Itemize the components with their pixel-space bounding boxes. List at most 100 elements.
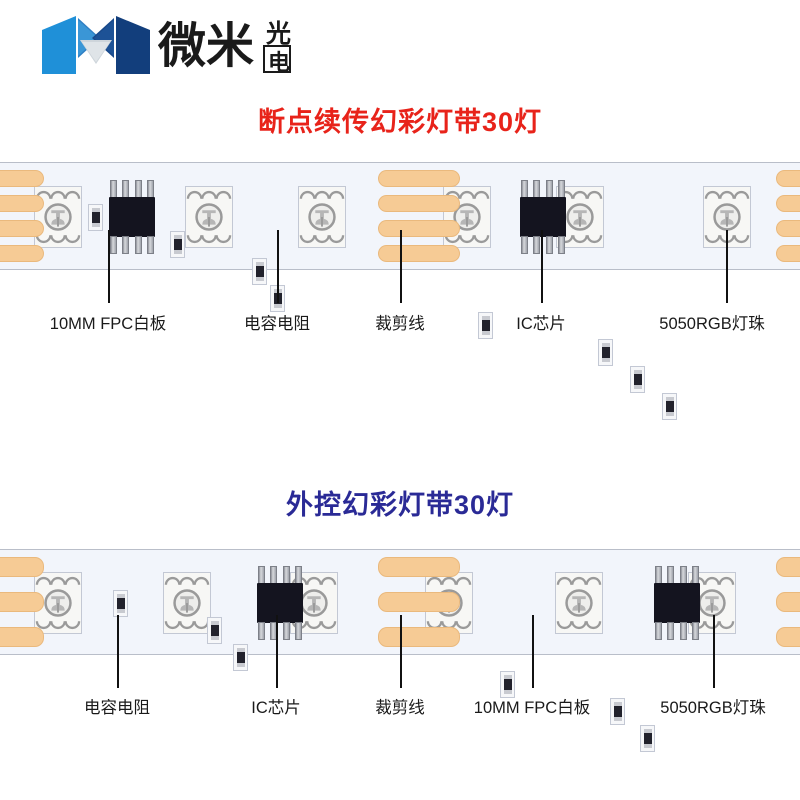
ic-leg — [667, 566, 675, 584]
led-package-face — [299, 187, 345, 247]
svg-text:微米: 微米 — [158, 20, 254, 73]
ic-leg — [679, 622, 687, 640]
solder-pad — [0, 195, 44, 212]
solder-pad — [0, 627, 44, 647]
solder-pad — [776, 557, 800, 577]
ic-leg — [533, 236, 541, 254]
solder-pad — [0, 220, 44, 237]
solder-pad — [776, 592, 800, 612]
ic-leg — [258, 566, 265, 584]
callout-leader-line — [400, 615, 402, 688]
ic-leg — [146, 236, 154, 254]
capacitor-resistor — [662, 393, 677, 420]
ic-leg — [667, 622, 675, 640]
led-package-face — [35, 187, 81, 247]
cut-line-solder-pads — [378, 557, 460, 647]
resistor-body — [665, 397, 674, 416]
ic-legs-bottom — [521, 236, 565, 254]
capacitor-resistor — [170, 231, 185, 258]
ic-body — [654, 583, 700, 623]
ic-body — [109, 197, 155, 237]
callout-label: 电容电阻 — [84, 699, 150, 717]
ic-leg — [545, 180, 553, 198]
resistor-body — [503, 675, 512, 694]
ic-leg — [282, 622, 290, 640]
resistor-body — [481, 316, 490, 335]
capacitor-resistor — [478, 312, 493, 339]
capacitor-resistor — [233, 644, 248, 671]
callout-leader-line — [713, 615, 715, 688]
ic-legs-top — [110, 180, 154, 198]
svg-text:光: 光 — [265, 20, 291, 48]
ic-leg — [691, 622, 699, 640]
solder-pad — [0, 592, 44, 612]
ic-leg — [134, 236, 142, 254]
capacitor-resistor — [207, 617, 222, 644]
resistor-body — [633, 370, 642, 389]
callout-leader-line — [726, 230, 728, 303]
ic-leg — [294, 622, 302, 640]
ic-leg — [122, 236, 130, 254]
solder-pad — [378, 220, 460, 237]
callout-leader-line — [532, 615, 534, 688]
ic-leg — [521, 180, 528, 198]
led-5050-rgb — [34, 186, 82, 248]
callout-label: 电容电阻 — [244, 315, 310, 333]
capacitor-resistor — [640, 725, 655, 752]
led-strip-board-2 — [0, 549, 800, 752]
resistor-body — [116, 594, 125, 613]
ic-leg — [679, 566, 687, 584]
capacitor-resistor — [113, 590, 128, 617]
ic-chip — [253, 566, 307, 640]
ic-legs-bottom — [258, 622, 302, 640]
callout-leader-line — [108, 230, 110, 303]
led-5050-rgb — [555, 572, 603, 634]
capacitor-resistor — [598, 339, 613, 366]
led-5050-rgb — [185, 186, 233, 248]
callout-label: 裁剪线 — [375, 699, 425, 717]
capacitor-resistor — [500, 671, 515, 698]
section-title-2: 外控幻彩灯带30灯 — [285, 490, 515, 520]
resistor-body — [210, 621, 219, 640]
callout-label: 10MM FPC白板 — [473, 699, 591, 717]
svg-text:电: 电 — [268, 50, 290, 75]
solder-pad — [378, 245, 460, 262]
callout-label: IC芯片 — [516, 315, 566, 333]
capacitor-resistor — [88, 204, 103, 231]
led-package-face — [164, 573, 210, 633]
ic-legs-top — [521, 180, 565, 198]
callout-leader-line — [277, 230, 279, 303]
solder-pad — [776, 195, 800, 212]
resistor-body — [91, 208, 100, 227]
ic-leg — [122, 180, 130, 198]
ic-leg — [270, 566, 278, 584]
ic-leg — [282, 566, 290, 584]
cut-line-solder-pads — [378, 170, 460, 262]
callout-leader-line — [117, 615, 119, 688]
ic-leg — [110, 236, 117, 254]
ic-leg — [134, 180, 142, 198]
ic-leg — [294, 566, 302, 584]
ic-legs-top — [655, 566, 699, 584]
ic-leg — [655, 622, 662, 640]
ic-leg — [557, 236, 565, 254]
callout-leader-line — [400, 230, 402, 303]
ic-chip — [516, 180, 570, 254]
led-package-face — [556, 573, 602, 633]
resistor-body — [613, 702, 622, 721]
capacitor-resistor — [630, 366, 645, 393]
solder-pad — [378, 170, 460, 187]
led-5050-rgb — [298, 186, 346, 248]
ic-leg — [146, 180, 154, 198]
callout-label: 裁剪线 — [375, 315, 425, 333]
ic-leg — [533, 180, 541, 198]
solder-pad — [378, 592, 460, 612]
ic-leg — [258, 622, 265, 640]
edge-pads-right — [776, 170, 800, 262]
callout-label: 10MM FPC白板 — [49, 315, 167, 333]
edge-pads-left — [0, 557, 44, 647]
resistor-body — [236, 648, 245, 667]
ic-body — [257, 583, 303, 623]
led-5050-rgb — [163, 572, 211, 634]
capacitor-resistor — [252, 258, 267, 285]
